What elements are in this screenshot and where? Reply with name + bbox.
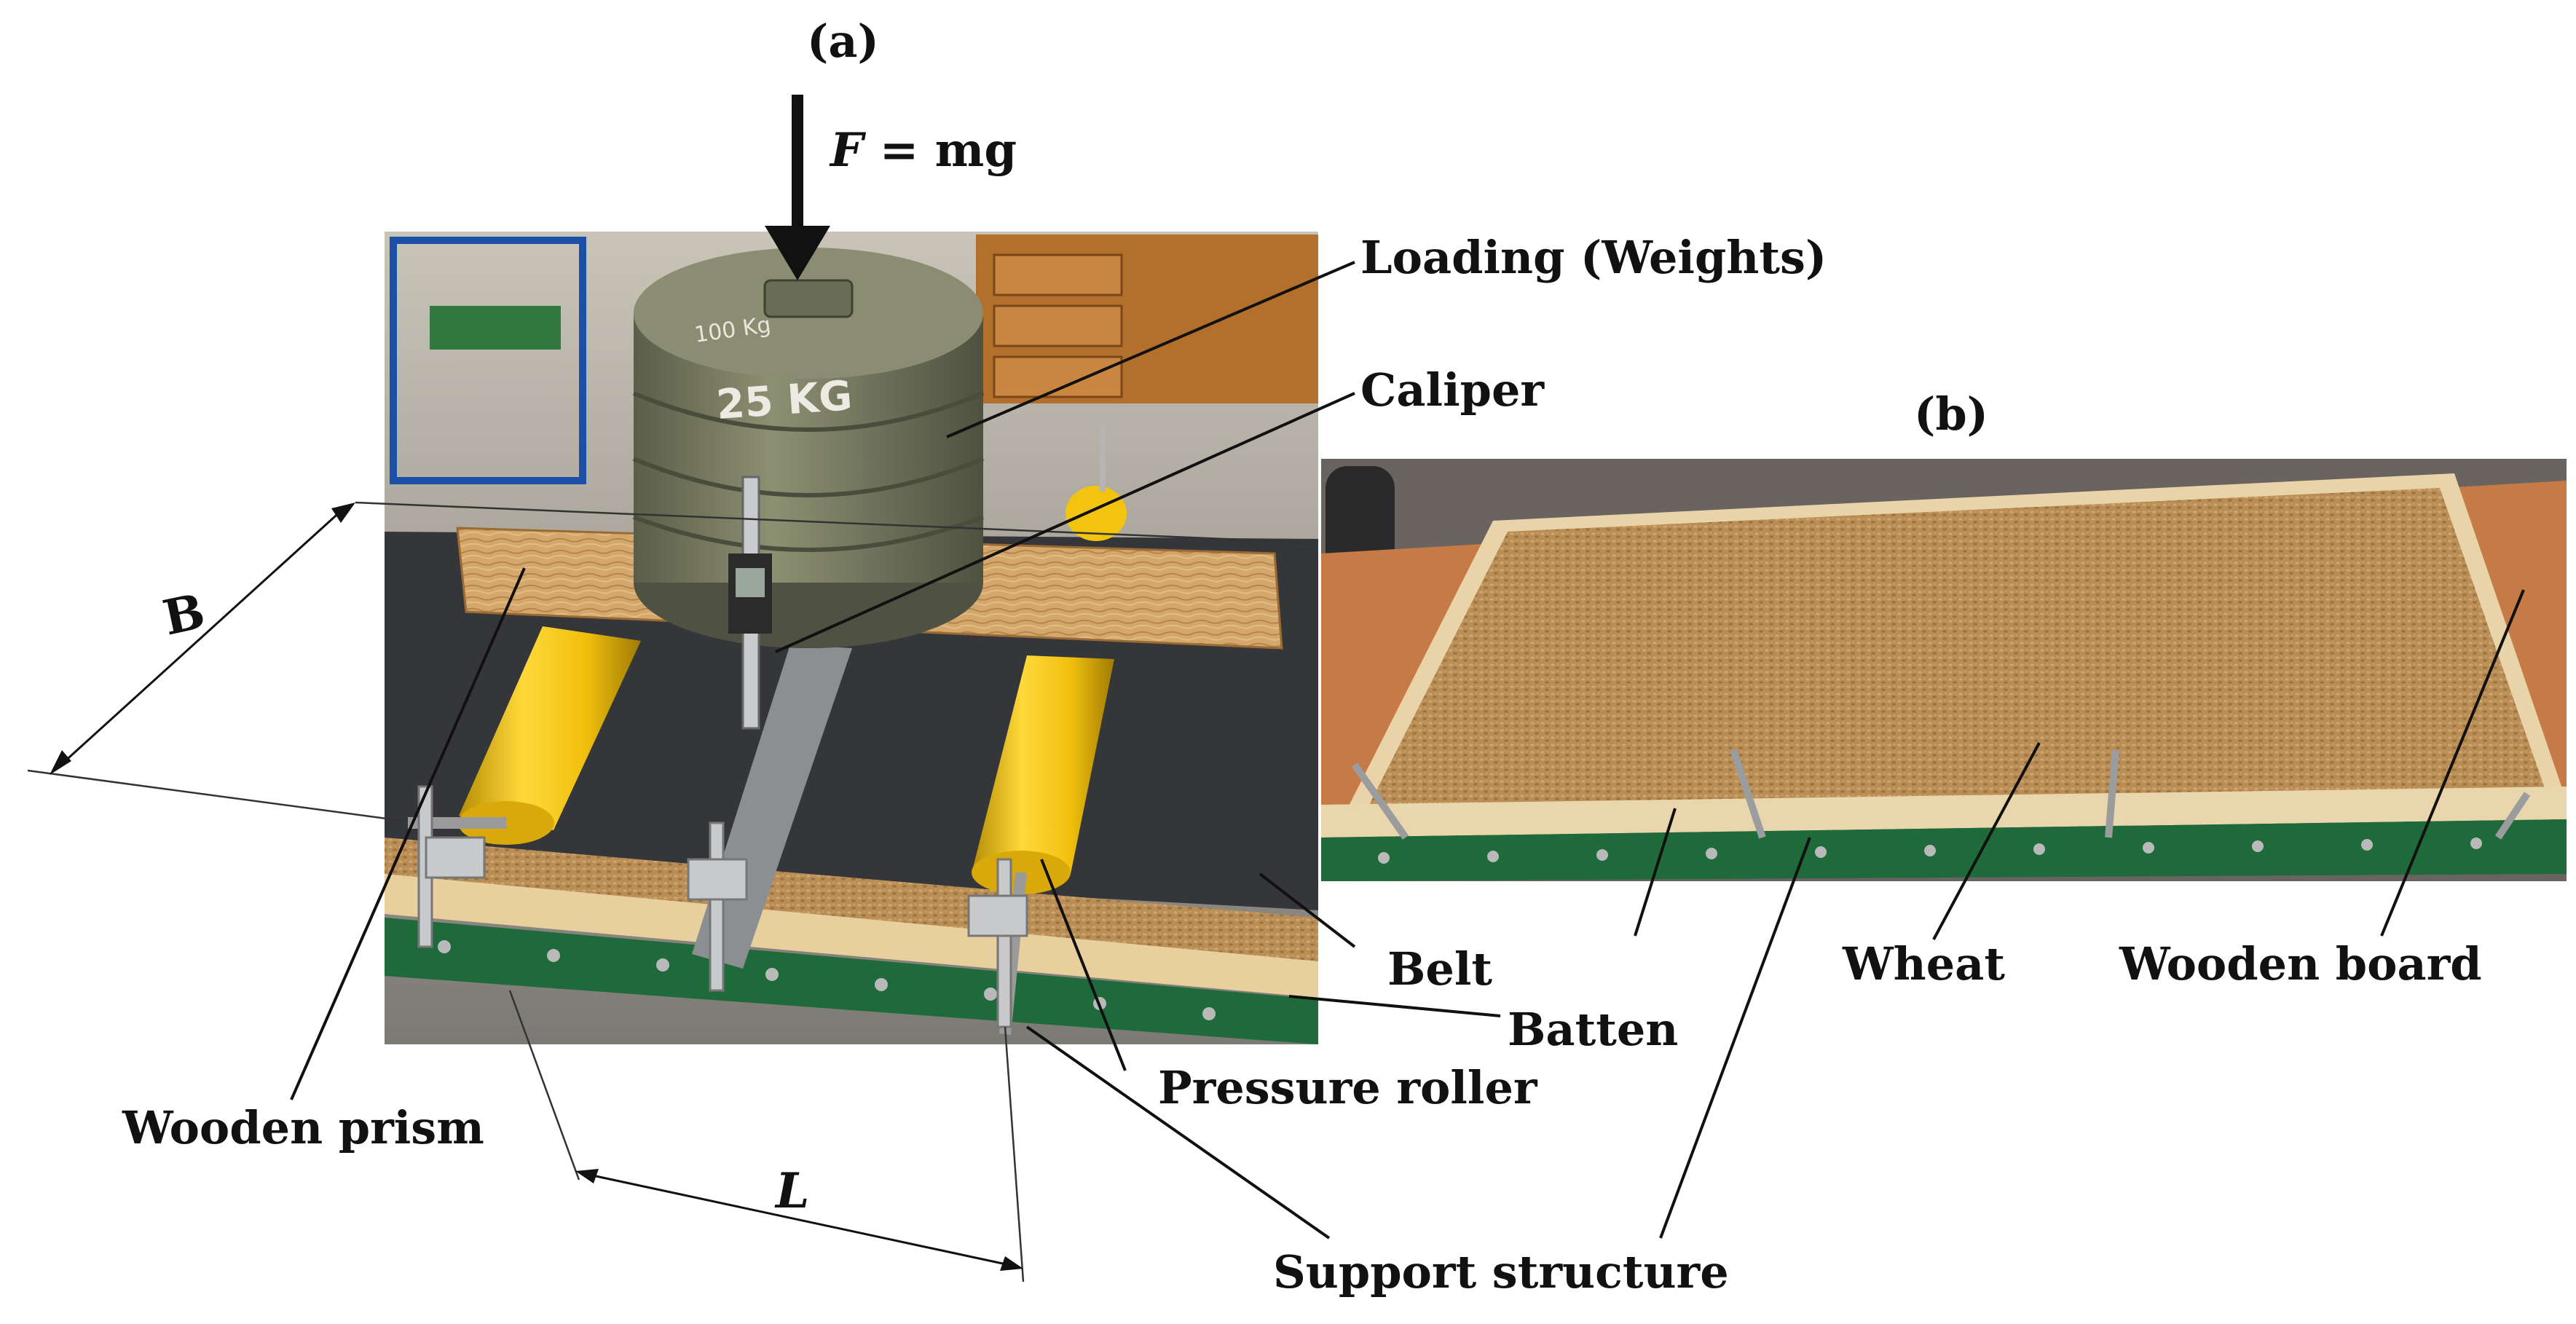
wooden-prism-label: Wooden prism <box>122 1101 484 1154</box>
weight-marking: 25 KG <box>714 372 854 429</box>
force-label: F = mg <box>829 123 1017 178</box>
support-structure-b <box>1321 819 2567 881</box>
wooden-board-label: Wooden board <box>2119 937 2482 990</box>
wheat-bed <box>1369 488 2545 805</box>
loading-label: Loading (Weights) <box>1360 231 1827 284</box>
dimension-b-label: B <box>158 583 210 647</box>
caliper-shape <box>728 476 772 730</box>
support-structure-leader-b <box>1659 837 1811 1239</box>
panel-b-label: (b) <box>1914 387 1988 441</box>
panel-a-label: (a) <box>807 15 879 68</box>
batten-b-leader <box>1634 808 1677 937</box>
pressure-roller-label: Pressure roller <box>1158 1061 1538 1114</box>
support-structure-label: Support structure <box>1273 1245 1729 1299</box>
blue-frame <box>390 237 586 484</box>
force-variable: F <box>829 123 867 178</box>
wheat-strip-a <box>385 838 1318 969</box>
caliper-leader <box>775 392 1355 653</box>
wooden-board-leader <box>2380 589 2525 937</box>
pressure-roller-leader <box>1040 859 1127 1071</box>
caliper-label: Caliper <box>1360 363 1545 417</box>
batten-b <box>1321 787 2567 838</box>
photo-a: 100 Kg 25 KG <box>385 232 1318 1044</box>
loading-leader <box>946 261 1355 438</box>
batten-leader <box>1288 995 1501 1017</box>
wooden-prism-leader <box>290 567 526 1100</box>
wheat-leader <box>1932 742 2041 940</box>
support-structure-leader-a <box>1025 1025 1331 1240</box>
dimension-b <box>27 501 1312 823</box>
batten-label: Batten <box>1508 1003 1678 1056</box>
dimension-l-label: L <box>774 1162 809 1219</box>
wheat-label: Wheat <box>1842 937 2005 990</box>
weights-stack: 100 Kg 25 KG <box>632 248 985 648</box>
force-equation: = mg <box>863 123 1017 178</box>
force-arrow <box>765 95 830 280</box>
pressure-roller-left <box>408 626 641 845</box>
support-structure-a <box>385 918 1318 1044</box>
belt-label: Belt <box>1387 942 1492 996</box>
photo-b <box>1321 459 2567 881</box>
dimension-l <box>508 990 1025 1282</box>
belt-leader <box>1259 872 1356 948</box>
